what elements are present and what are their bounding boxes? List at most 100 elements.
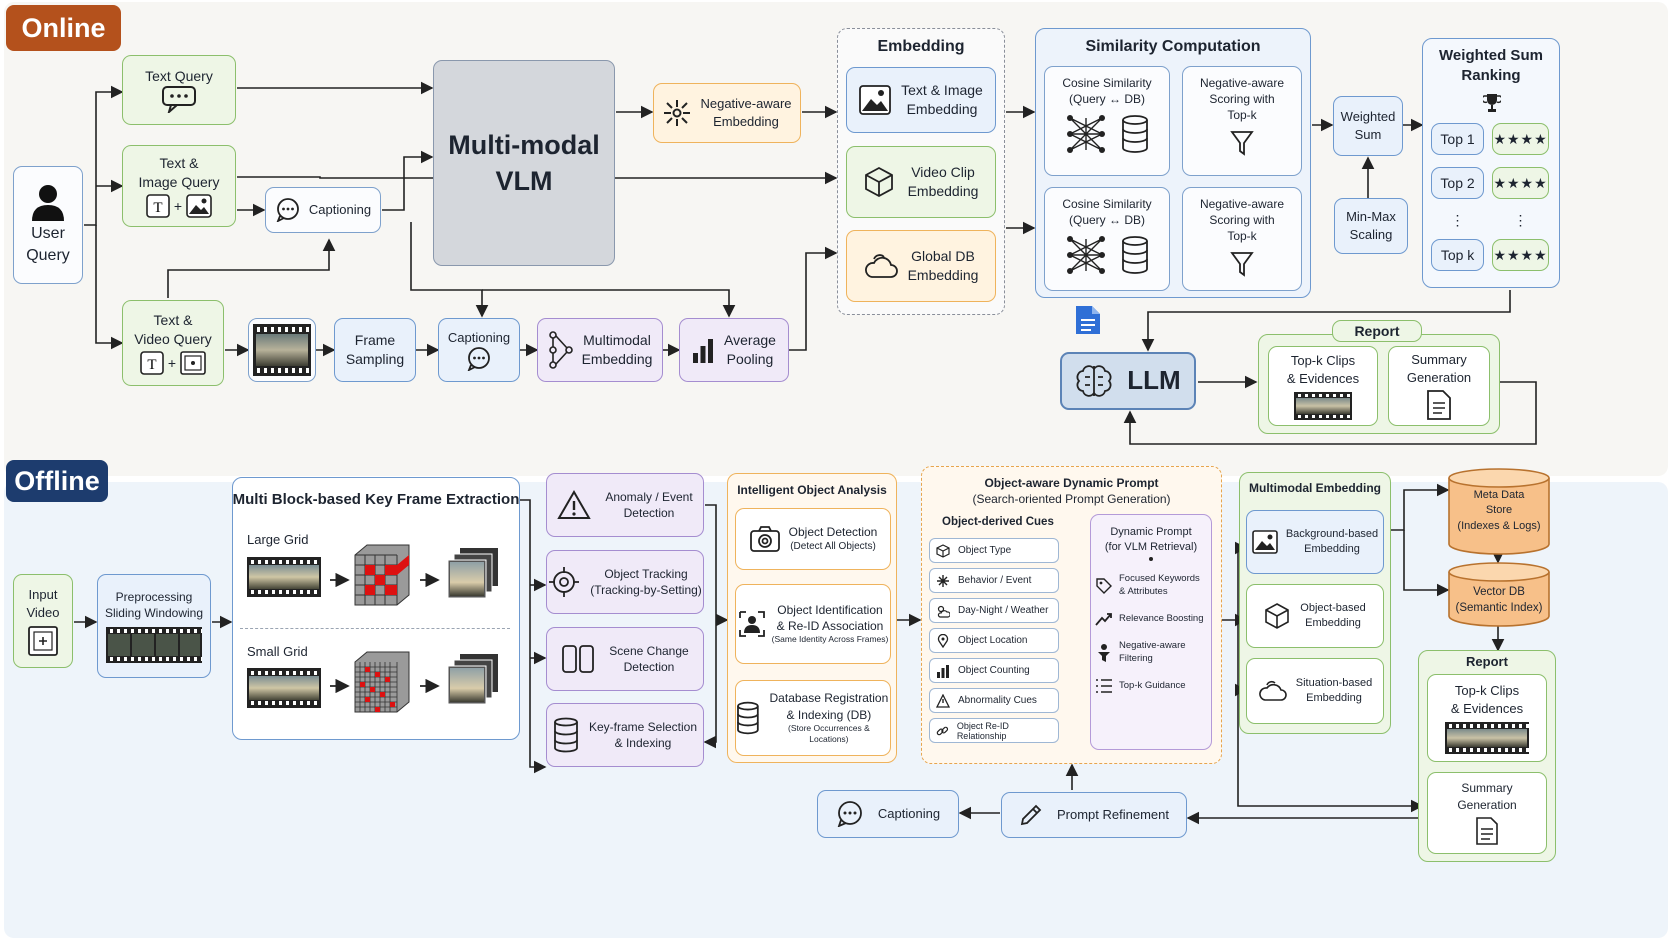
user-query-line1: User xyxy=(31,225,65,243)
dyn-item-keywords: Focused Keywords& Attributes xyxy=(1095,573,1207,599)
input-video-line1: Input xyxy=(28,587,58,603)
keyframe-sel-line1: Key-frame Selection xyxy=(588,719,698,734)
frame-sampling-line2: Sampling xyxy=(345,351,405,367)
global-db-embedding-line2: Embedding xyxy=(907,267,979,283)
keyframe-selection-box: Key-frame Selection& Indexing xyxy=(546,703,704,767)
cloud-icon xyxy=(1258,680,1287,701)
online-clips-line2: & Evidences xyxy=(1286,371,1360,386)
warning-icon xyxy=(557,490,592,519)
trophy-icon xyxy=(1483,94,1501,112)
offline-report-title: Report xyxy=(1466,654,1508,669)
text-query-label: Text Query xyxy=(145,67,213,84)
preprocessing-box: Preprocessing Sliding Windowing xyxy=(97,574,211,678)
cube-icon xyxy=(864,166,893,198)
ranking-title-line1: Weighted Sum xyxy=(1439,47,1543,64)
clips-filmstrip-icon xyxy=(1294,391,1352,420)
split-panels-icon xyxy=(562,645,595,673)
image-icon xyxy=(186,193,212,218)
svg-text:T: T xyxy=(153,200,162,216)
video-clip-embedding-line1: Video Clip xyxy=(911,164,975,181)
prompt-refinement-box: Prompt Refinement xyxy=(1001,792,1187,838)
dyn-title-line1: Dynamic Prompt xyxy=(1110,526,1192,538)
dyn-label: Top-k Guidance xyxy=(1119,679,1186,691)
metadata-store-cylinder xyxy=(1448,468,1550,555)
prompt-title-line2: (Search-oriented Prompt Generation) xyxy=(972,491,1171,506)
average-pooling-line2: Pooling xyxy=(726,351,774,367)
image-icon xyxy=(1252,530,1278,554)
database-icon xyxy=(1122,115,1148,154)
rank-ellipsis: ⋮ xyxy=(1513,211,1528,228)
reid-line1: Object Identification xyxy=(777,603,883,618)
small-grid-cube-icon xyxy=(354,651,410,713)
bg-emb-line2: Embedding xyxy=(1304,543,1360,555)
ioa-title: Intelligent Object Analysis xyxy=(737,483,887,497)
cloud-icon xyxy=(864,254,898,278)
captioning-label-mid: Captioning xyxy=(447,330,511,346)
neg1-line2: Scoring with xyxy=(1209,92,1275,107)
min-max-line2: Scaling xyxy=(1349,227,1393,242)
warning-icon xyxy=(936,693,950,708)
svg-text:T: T xyxy=(147,357,156,373)
vlm-line1: Multi-modal xyxy=(448,129,600,160)
plus-sign: + xyxy=(173,197,183,214)
funnel-icon xyxy=(1230,251,1254,277)
online-summary-line2: Generation xyxy=(1406,369,1472,385)
graph-nodes-icon xyxy=(548,331,573,369)
document-icon xyxy=(1427,390,1451,420)
spark-icon xyxy=(937,574,949,587)
list-icon xyxy=(1096,679,1112,693)
meta-line1: Meta Data xyxy=(1473,489,1525,501)
cosine-similarity-box-1: Cosine Similarity (Query ↔ DB) xyxy=(1044,66,1170,176)
offline-summary-box: Summary Generation xyxy=(1427,772,1547,854)
embedding-title: Embedding xyxy=(877,38,965,55)
det-line2: (Detect All Objects) xyxy=(790,541,876,553)
camera-icon xyxy=(749,526,780,552)
captioning-box-top: Captioning xyxy=(265,187,381,233)
cue-object-type: Object Type xyxy=(929,538,1059,563)
keyframe-stack-icon-large xyxy=(447,548,498,599)
chat-bubble-icon xyxy=(162,86,196,114)
similarity-title: Similarity Computation xyxy=(1085,38,1261,55)
tracking-line1: Object Tracking xyxy=(604,566,688,581)
weather-icon xyxy=(937,605,950,618)
video-clip-embedding-line2: Embedding xyxy=(907,183,979,199)
offline-topk-clips-box: Top-k Clips & Evidences xyxy=(1427,674,1547,762)
cos2-line1: Cosine Similarity xyxy=(1062,197,1152,211)
text-video-query-box: Text & Video Query T + xyxy=(122,300,224,386)
bar-chart-icon xyxy=(937,664,949,678)
reid-line2: & Re-ID Association xyxy=(776,619,884,634)
cube-icon xyxy=(1265,603,1290,629)
prompt-title: Object-aware Dynamic Prompt (Search-orie… xyxy=(921,476,1222,507)
text-query-box: Text Query xyxy=(122,55,236,125)
dyn-title-line2: (for VLM Retrieval) xyxy=(1104,540,1198,553)
speech-bubble-icon xyxy=(276,198,299,222)
prompt-refinement-label: Prompt Refinement xyxy=(1057,807,1169,823)
llm-label: LLM xyxy=(1127,365,1181,396)
meta-line2: Store xyxy=(1485,504,1513,517)
negative-scoring-box-1: Negative-aware Scoring with Top-k xyxy=(1182,66,1302,176)
dyn-item-boosting: Relevance Boosting xyxy=(1095,610,1207,628)
negative-scoring-box-2: Negative-aware Scoring with Top-k xyxy=(1182,187,1302,291)
rank-stars: ★★★★ xyxy=(1492,239,1549,271)
preprocessing-filmstrip xyxy=(106,627,202,664)
vector-line1: Vector DB xyxy=(1473,586,1525,598)
ranking-rows: Top 1 ★★★★ Top 2 ★★★★ ⋮ ⋮ Top k ★★★★ xyxy=(1431,123,1549,271)
anomaly-line1: Anomaly / Event xyxy=(605,489,693,504)
text-image-query-line1: Text & xyxy=(159,155,199,172)
user-icon xyxy=(32,185,64,222)
scene-line2: Detection xyxy=(623,660,675,674)
frame-sampling-line1: Frame xyxy=(354,332,396,349)
video-frame-icon xyxy=(28,625,58,656)
offline-clips-line1: Top-k Clips xyxy=(1454,683,1520,699)
captioning-label-top: Captioning xyxy=(308,202,372,218)
cube-icon xyxy=(936,543,950,558)
neg1-line3: Top-k xyxy=(1227,108,1257,123)
cue-behavior: Behavior / Event xyxy=(929,568,1059,593)
rank-label: Top 1 xyxy=(1431,123,1485,155)
video-filmstrip xyxy=(248,318,316,382)
